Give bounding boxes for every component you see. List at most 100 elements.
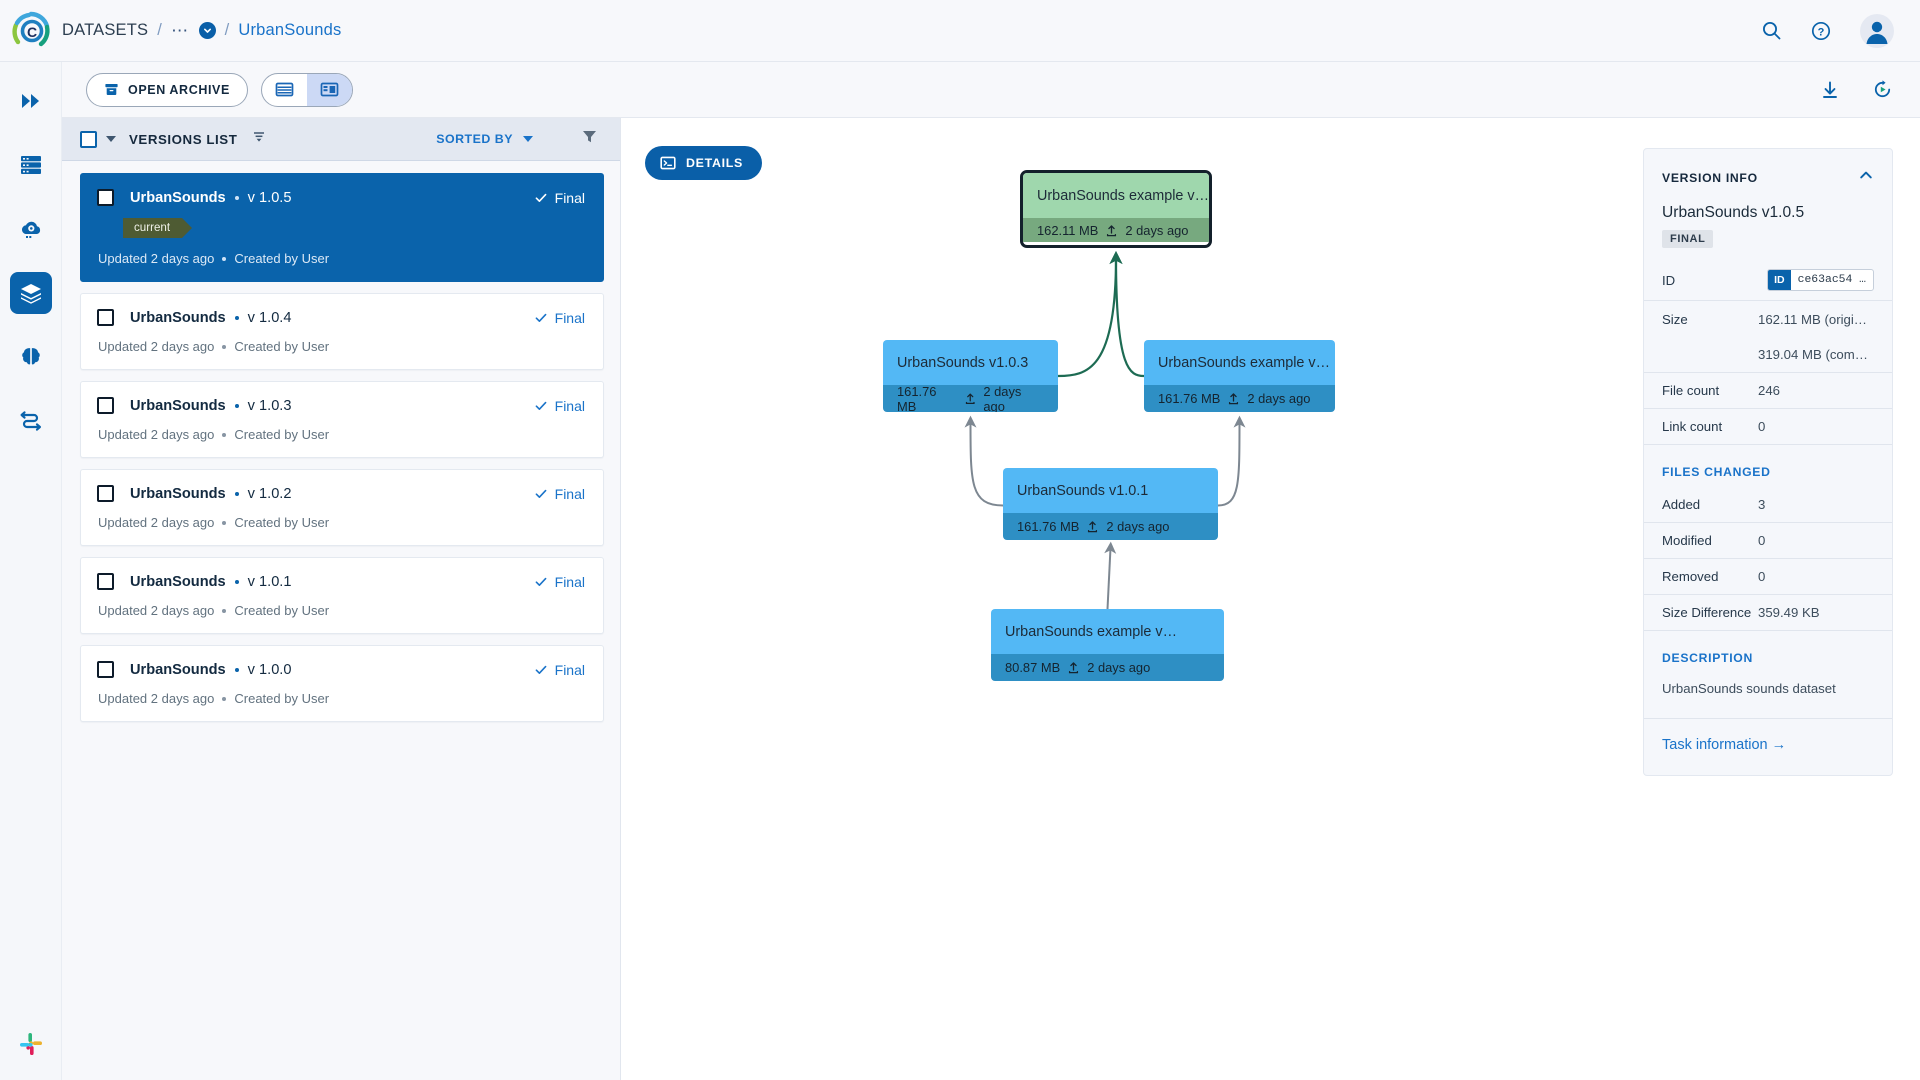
graph-edge (1057, 250, 1123, 378)
graph-edge (1109, 250, 1145, 378)
download-icon[interactable] (1819, 79, 1841, 101)
version-item-updated: Updated 2 days ago (98, 251, 215, 266)
upload-icon (1069, 662, 1079, 674)
version-item-status-label: Final (554, 189, 585, 206)
breadcrumb-dropdown-icon[interactable] (198, 22, 216, 39)
files-changed-title: FILES CHANGED (1662, 465, 1771, 479)
separator-dot (234, 195, 239, 200)
version-name: UrbanSounds v1.0.5 (1662, 204, 1805, 221)
version-checkbox[interactable] (97, 309, 114, 326)
files-changed-key: Removed (1662, 569, 1719, 584)
version-item-status: Final (534, 662, 585, 678)
sorted-by-control[interactable]: SORTED BY (436, 132, 533, 146)
graph-node-time: 2 days ago (1247, 391, 1311, 406)
split-view-icon[interactable] (306, 73, 352, 106)
open-archive-button[interactable]: OPEN ARCHIVE (86, 72, 248, 107)
version-item-name: UrbanSounds (130, 661, 226, 678)
current-tag: current (123, 218, 193, 238)
double-chevron-icon (21, 94, 39, 108)
version-item-name: UrbanSounds (130, 485, 226, 502)
files-changed-row: Removed 0 (1644, 559, 1892, 595)
graph-node-title: UrbanSounds example v… (991, 609, 1224, 654)
sidebar-item-slack[interactable] (0, 1030, 62, 1058)
chevron-down-icon (523, 136, 533, 142)
header-actions: ? (1761, 13, 1920, 48)
sort-settings-icon[interactable] (251, 129, 267, 150)
version-item-status-label: Final (554, 485, 585, 502)
sidebar-item-apps[interactable] (10, 208, 52, 250)
id-pill-label: ID (1768, 270, 1791, 290)
cloud-gear-icon (21, 221, 40, 238)
version-checkbox[interactable] (97, 661, 114, 678)
breadcrumb-root[interactable]: DATASETS (62, 21, 149, 39)
search-icon[interactable] (1761, 20, 1782, 41)
version-checkbox[interactable] (97, 397, 114, 414)
version-item-name: UrbanSounds (130, 189, 226, 206)
graph-edges (964, 250, 1246, 610)
files-changed-value: 0 (1758, 569, 1766, 584)
help-icon[interactable]: ? (1810, 20, 1832, 42)
upload-icon (1107, 224, 1117, 236)
breadcrumb-current[interactable]: UrbanSounds (238, 21, 342, 39)
version-item-creator: Created by User (234, 603, 330, 618)
select-all-dropdown-icon[interactable] (106, 136, 116, 142)
sidebar-item-workers[interactable] (10, 144, 52, 186)
upload-icon (1229, 393, 1239, 405)
files-changed-key: Added (1662, 497, 1701, 512)
brain-icon (21, 348, 40, 366)
task-information-link[interactable]: Task information → (1644, 718, 1892, 771)
breadcrumb-ellipsis[interactable]: ⋯ (171, 20, 190, 40)
user-avatar-icon[interactable] (1860, 13, 1894, 48)
select-all-checkbox[interactable] (80, 130, 97, 148)
filter-icon[interactable] (581, 128, 598, 150)
version-checkbox[interactable] (97, 485, 114, 502)
details-button[interactable]: DETAILS (645, 146, 762, 180)
sidebar-item-pipelines[interactable] (10, 400, 52, 442)
auto-refresh-icon[interactable] (1871, 78, 1894, 101)
table-view-icon[interactable] (262, 74, 307, 106)
separator-dot (222, 344, 227, 349)
version-checkbox[interactable] (97, 189, 114, 206)
sidebar-item-models[interactable] (10, 336, 52, 378)
check-icon (535, 401, 547, 410)
info-row-value: 319.04 MB (com… (1758, 347, 1868, 362)
version-checkbox[interactable] (97, 573, 114, 590)
separator-dot (222, 256, 227, 261)
sidebar-item-datasets[interactable] (9, 272, 52, 314)
graph-edge (964, 415, 1004, 507)
version-item-creator: Created by User (234, 427, 330, 442)
slack-icon (20, 1033, 42, 1055)
details-button-label: DETAILS (686, 156, 743, 170)
version-item-creator: Created by User (234, 515, 330, 530)
graph-edge (1104, 541, 1117, 610)
files-changed-value: 0 (1758, 533, 1766, 548)
sidebar-item-experiments[interactable] (10, 80, 52, 122)
app-logo[interactable]: C (0, 0, 62, 62)
chevron-up-icon[interactable] (1858, 167, 1874, 188)
graph-node-title: UrbanSounds v1.0.3 (883, 340, 1058, 385)
version-item-status: Final (534, 398, 585, 414)
version-item-version: v 1.0.4 (247, 309, 292, 326)
graph-node-title: UrbanSounds example v… (1023, 173, 1209, 218)
